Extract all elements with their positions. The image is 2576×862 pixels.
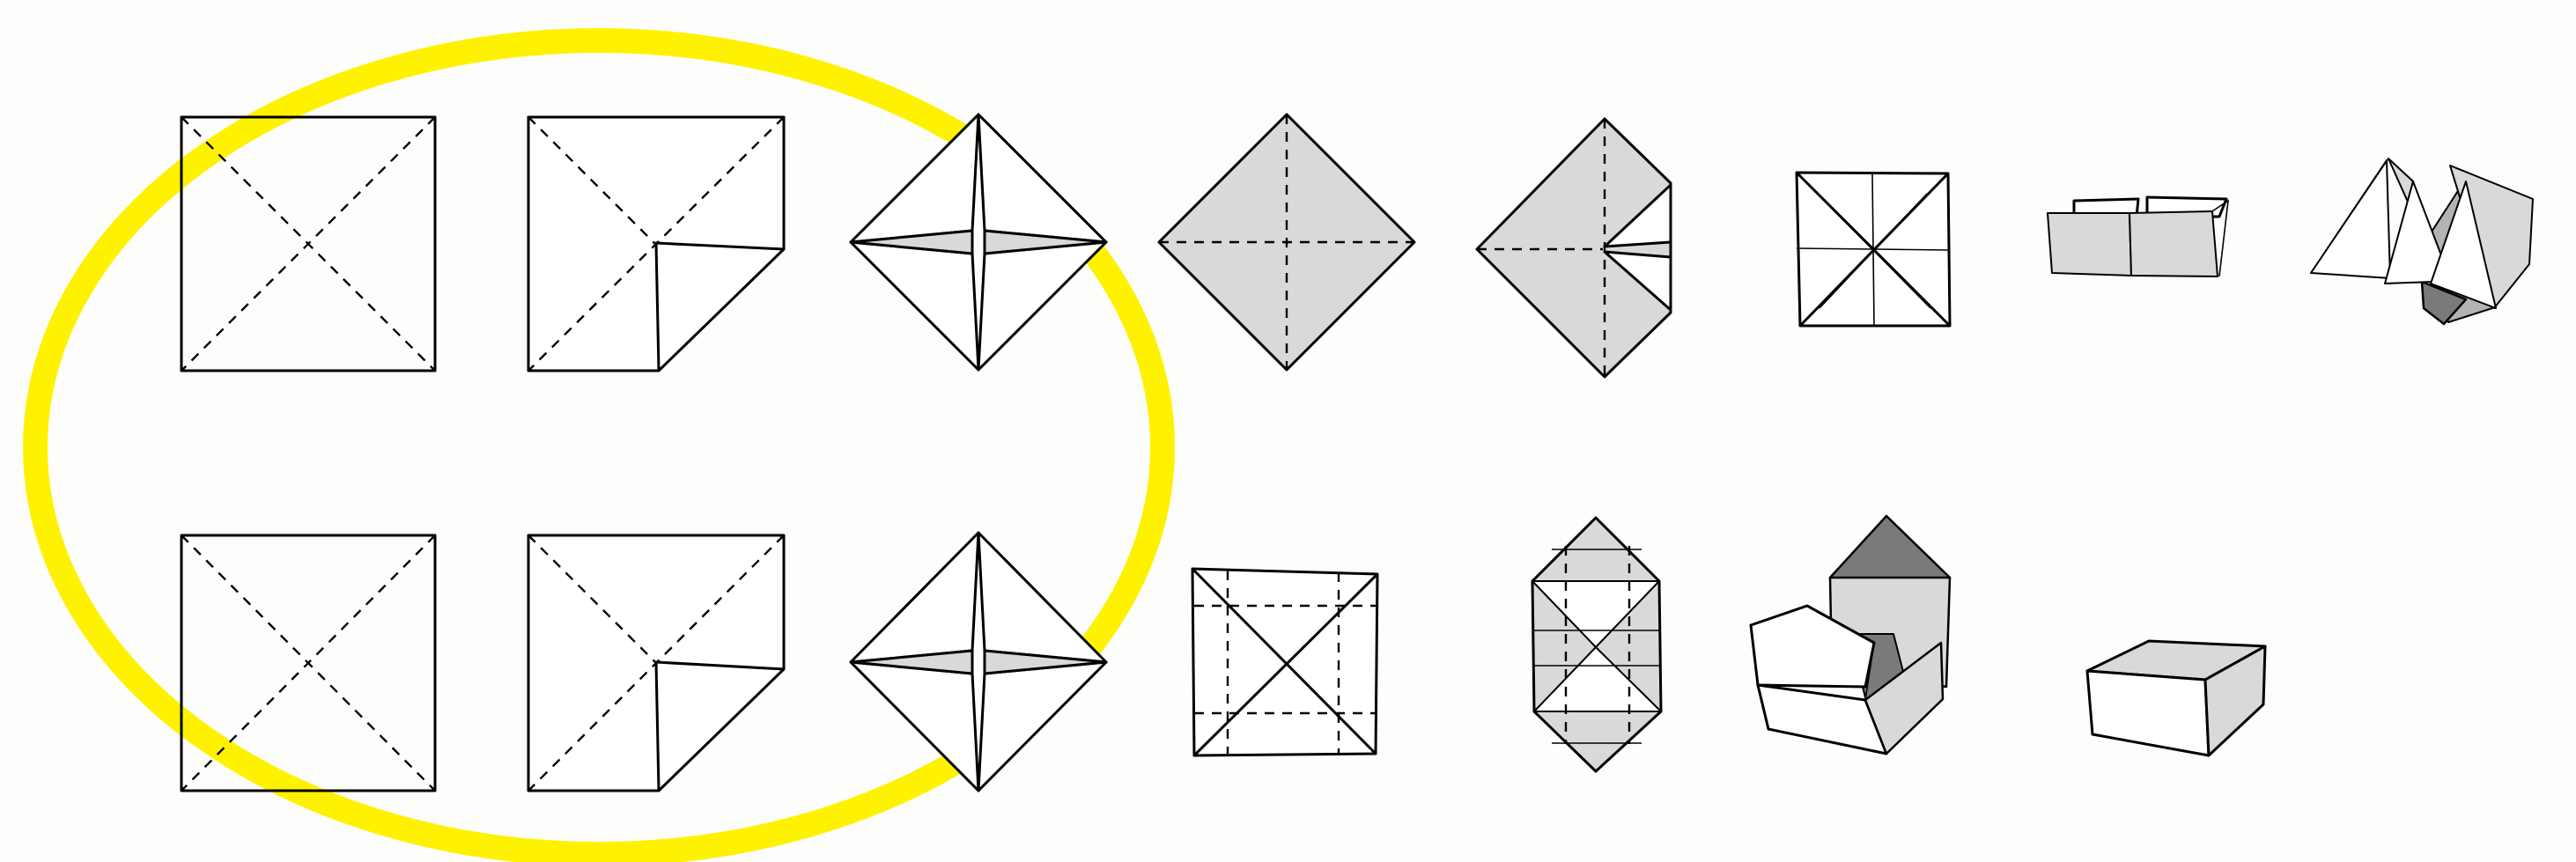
top-step-8-finished-fortune-teller	[2311, 158, 2533, 324]
bottom-step-3-four-corners-folded	[851, 533, 1106, 791]
top-step-6-folded-square	[1797, 173, 1950, 326]
top-step-7-opened-pockets	[2048, 197, 2228, 276]
top-step-4-flipped-grey-square	[1159, 114, 1414, 370]
top-step-3-four-corners-folded	[851, 114, 1106, 370]
bottom-step-5-hexagon-shape	[1532, 518, 1661, 771]
top-step-5-corners-to-center	[1477, 119, 1671, 377]
bottom-step-6-box-assembly	[1751, 516, 1950, 754]
top-step-2-corner-folded	[528, 117, 784, 371]
bottom-step-4-edges-folded	[1192, 569, 1377, 755]
bottom-step-2-corner-folded	[528, 535, 784, 791]
top-step-1-square-diagonal-creases	[181, 117, 435, 371]
bottom-step-7-finished-box	[2087, 641, 2265, 755]
bottom-step-1-square-diagonal-creases	[181, 535, 435, 791]
